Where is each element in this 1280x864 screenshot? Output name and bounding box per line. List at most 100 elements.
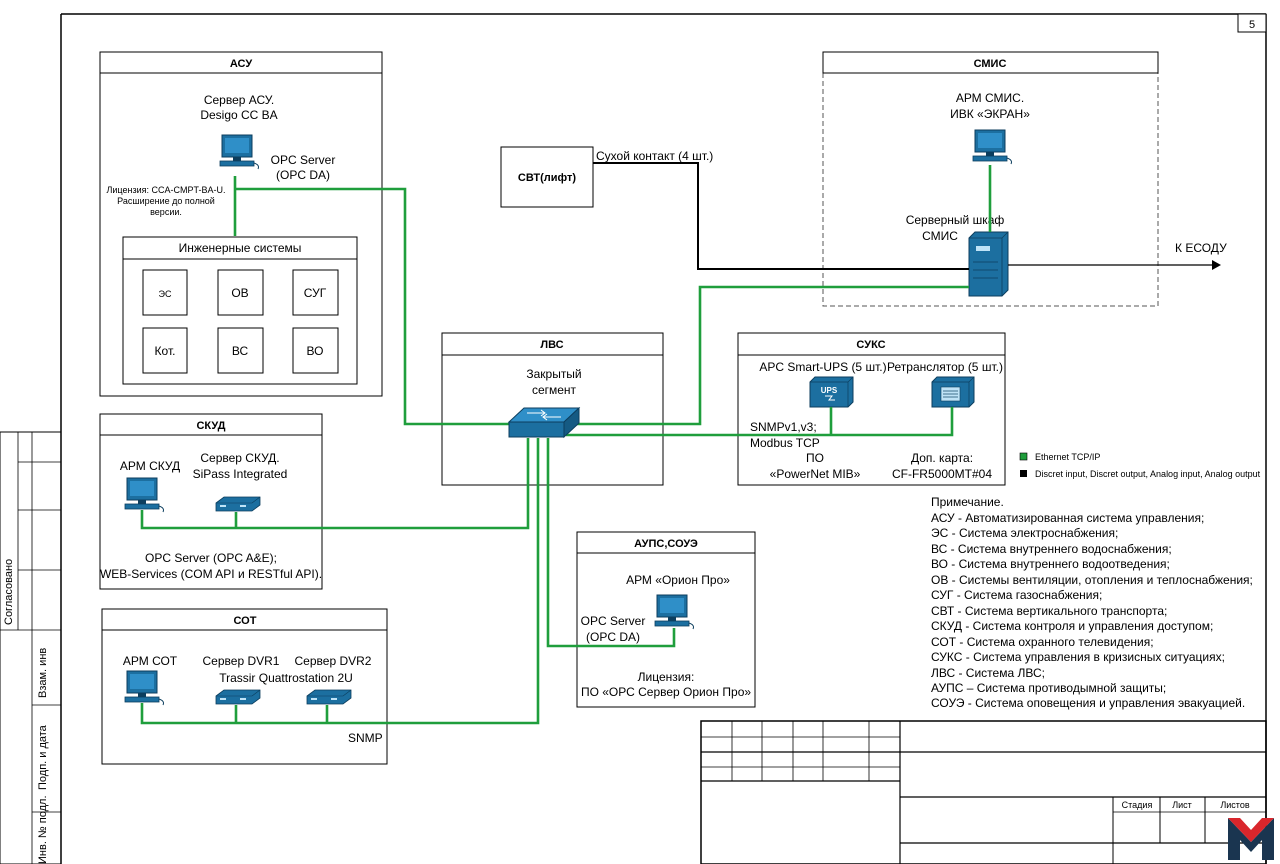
side-label-inv: Инв. № подл. (37, 795, 49, 864)
asu-server-line2: Desigo CC BA (200, 108, 277, 122)
suks-po: ПО (806, 451, 824, 465)
switch-repeater-link (566, 407, 954, 437)
asu-opc-line2: (OPC DA) (276, 168, 330, 182)
sot-dvr1: Сервер DVR1 (203, 654, 280, 668)
asu-title: АСУ (230, 58, 252, 70)
suks-snmp: SNMPv1,v3; (750, 420, 817, 434)
skud-server-line2: SiPass Integrated (193, 467, 288, 481)
sot-trassir: Trassir Quattrostation 2U (219, 671, 353, 685)
ups-icon-label: UPS (821, 386, 838, 395)
aups-arm: АРМ «Орион Про» (626, 573, 730, 587)
server-rack-icon (968, 231, 1009, 297)
legend: Ethernet TCP/IP Discret input, Discret o… (1019, 452, 1261, 479)
skud-block: СКУД АРМ СКУД Сервер СКУД. SiPass Integr… (99, 413, 323, 590)
suks-block: СУКС APC Smart-UPS (5 шт.) Ретранслятор … (737, 332, 1006, 486)
svt-block: СВТ(лифт) Сухой контакт (4 шт.) (500, 146, 713, 208)
smis-arm-line2: ИВК «ЭКРАН» (950, 107, 1030, 121)
asu-switch-link (235, 187, 512, 426)
aups-license-line1: Лицензия: (638, 670, 695, 684)
network-switch-icon (507, 406, 581, 439)
aups-block: АУПС,СОУЭ АРМ «Орион Про» OPC Server (OP… (576, 531, 756, 708)
skud-server-line1: Сервер СКУД. (200, 451, 279, 465)
suks-powernet: «PowerNet MIB» (770, 467, 861, 481)
note-6: СУГ - Система газоснабжения; (931, 588, 1102, 602)
svt-contact-label: Сухой контакт (4 шт.) (596, 149, 713, 163)
lvs-block: ЛВС Закрытый сегмент (441, 332, 664, 486)
note-11: ЛВС - Система ЛВС; (931, 666, 1045, 680)
sot-snmp: SNMP (348, 731, 383, 745)
note-0: Примечание. (931, 495, 1004, 509)
note-1: АСУ - Автоматизированная система управле… (931, 511, 1204, 525)
to-esodu-label: К ЕСОДУ (1175, 241, 1227, 255)
skud-arm: АРМ СКУД (120, 459, 180, 473)
note-2: ЭС - Система электроснабжения; (931, 526, 1118, 540)
skud-server-icon (215, 496, 261, 512)
sot-dvr1-icon (215, 689, 261, 705)
eng-ov: ОВ (231, 286, 248, 300)
smis-title: СМИС (974, 58, 1007, 70)
sot-block: СОТ АРМ СОТ Сервер DVR1 Сервер DVR2 Tras… (101, 608, 388, 765)
note-8: СКУД - Система контроля и управления дос… (931, 619, 1213, 633)
connections (140, 162, 1221, 725)
note-3: ВС - Система внутреннего водоснабжения; (931, 542, 1172, 556)
svt-title: СВТ(лифт) (518, 172, 576, 184)
legend-discrete-swatch (1020, 470, 1027, 477)
dry-contact-line (593, 162, 969, 270)
lvs-seg-line1: Закрытый (526, 367, 581, 381)
aups-opc-line2: (OPC DA) (586, 630, 640, 644)
repeater-icon (931, 376, 975, 408)
suks-ups-label: APC Smart-UPS (5 шт.) (759, 360, 886, 374)
logo-icon (1228, 818, 1274, 860)
notes: Примечание. АСУ - Автоматизированная сис… (931, 495, 1253, 710)
legend-ethernet-swatch (1019, 452, 1028, 461)
stamp-stage: Стадия (1122, 800, 1153, 810)
side-stamp: Согласовано Взам. инв Подп. и дата Инв. … (0, 431, 62, 864)
sot-dvr2: Сервер DVR2 (295, 654, 372, 668)
side-label-vzam: Взам. инв (37, 648, 49, 698)
switch-sot-link (140, 438, 540, 725)
smis-rack-line2: СМИС (922, 229, 958, 243)
title-block: Стадия Лист Листов (700, 720, 1267, 864)
side-label-podp: Подп. и дата (37, 724, 49, 790)
sot-arm: АРМ СОТ (123, 654, 178, 668)
page-number: 5 (1249, 19, 1255, 31)
note-10: СУКС - Система управления в кризисных си… (931, 650, 1225, 664)
switch-aups-link (546, 438, 676, 648)
legend-discrete-label: Discret input, Discret output, Analog in… (1035, 469, 1261, 479)
smis-arm-line1: АРМ СМИС. (956, 91, 1024, 105)
note-9: СОТ - Система охранного телевидения; (931, 635, 1154, 649)
switch-skud-link (140, 438, 530, 530)
asu-server-line1: Сервер АСУ. (204, 93, 274, 107)
stamp-sheet: Лист (1172, 800, 1192, 810)
skud-web: WEB-Services (COM API и RESTful API). (100, 567, 322, 581)
eng-kot: Кот. (155, 344, 176, 358)
eng-vo: ВО (307, 344, 324, 358)
suks-modbus: Modbus TCP (750, 436, 820, 450)
note-12: АУПС – Система противодымной защиты; (931, 681, 1166, 695)
eng-vs: ВС (232, 344, 249, 358)
note-7: СВТ - Система вертикального транспорта; (931, 604, 1167, 618)
asu-license-line2: Расширение до полной (117, 196, 215, 206)
side-label-agreed: Согласовано (3, 559, 15, 625)
ups-icon: UPS (809, 376, 854, 408)
suks-card-line2: CF-FR5000MT#04 (892, 467, 992, 481)
legend-ethernet-label: Ethernet TCP/IP (1035, 452, 1100, 462)
smis-block: СМИС АРМ СМИС. ИВК «ЭКРАН» Серверный шка… (822, 51, 1227, 307)
aups-license-line2: ПО «ОРС Сервер Орион Про» (581, 685, 751, 699)
eng-systems-title: Инженерные системы (179, 241, 302, 255)
suks-title: СУКС (856, 339, 885, 351)
skud-opc: OPC Server (OPC A&E); (145, 551, 277, 565)
smis-rack-line1: Серверный шкаф (906, 213, 1005, 227)
note-5: ОВ - Системы вентиляции, отопления и теп… (931, 573, 1253, 587)
lvs-seg-line2: сегмент (532, 383, 577, 397)
aups-opc-line1: OPC Server (581, 614, 646, 628)
suks-repeater-label: Ретранслятор (5 шт.) (887, 360, 1003, 374)
sot-dvr2-icon (306, 689, 352, 705)
stamp-sheets: Листов (1220, 800, 1249, 810)
esodu-arrow-icon (1212, 260, 1221, 270)
switch-smis-link (568, 285, 969, 426)
suks-card-line1: Доп. карта: (911, 451, 973, 465)
eng-sug: СУГ (304, 286, 327, 300)
skud-title: СКУД (196, 420, 225, 432)
